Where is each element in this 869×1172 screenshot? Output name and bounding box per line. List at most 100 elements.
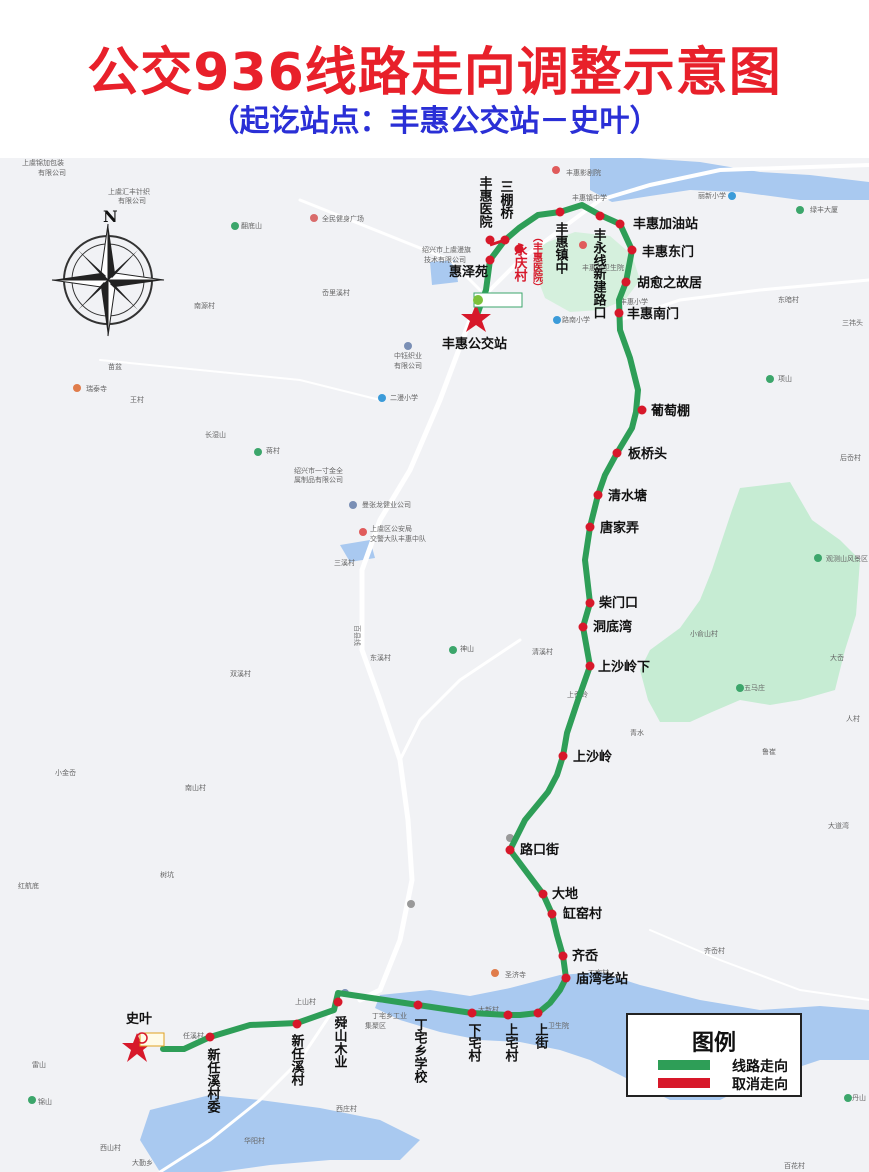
stop-label: 洞底湾 <box>593 619 632 635</box>
map-label: 有限公司 <box>118 196 146 205</box>
stop-dot <box>612 448 622 458</box>
map-label: 技术有限公司 <box>424 255 466 264</box>
map-label: 大道湾 <box>828 821 849 830</box>
map-label: 红航底 <box>18 881 39 890</box>
scenic-green-area <box>640 482 860 722</box>
end-bus-marker <box>136 1032 165 1047</box>
stop-label: 丰惠医院 <box>477 175 493 229</box>
map-label: 小俞山村 <box>690 629 718 638</box>
stop-dot <box>467 1008 477 1018</box>
stop-dot <box>578 622 588 632</box>
stop-dot <box>485 255 495 265</box>
stop-label: 柴门口 <box>598 595 638 611</box>
compass-north-label: N <box>103 207 118 226</box>
map-label: 百花村 <box>784 1161 805 1170</box>
map-label: 双溪村 <box>230 669 251 678</box>
map-label: 属制品有限公司 <box>294 475 343 484</box>
map-label: 上虞汇丰针织 <box>108 187 150 196</box>
map-label: 中钰织业 <box>394 351 422 360</box>
stop-dot <box>558 951 568 961</box>
stop-label: 丰永线新建路口 <box>591 227 608 319</box>
stop-label: 丰惠南门 <box>627 306 679 322</box>
stop-label: 路口街 <box>520 842 559 858</box>
map-label: 丁宅村 <box>588 968 609 977</box>
stop-dot <box>561 973 571 983</box>
map-label: 王村 <box>130 395 144 404</box>
legend-route-label: 线路走向 <box>732 1059 788 1075</box>
map-label: 南山村 <box>185 783 206 792</box>
map-label: 全民健身广场 <box>322 214 364 223</box>
map-label: 长湿山 <box>205 430 226 439</box>
map-label: 人村 <box>846 714 860 723</box>
map-label: 小金岙 <box>55 768 76 777</box>
stop-label: 永庆村 <box>512 242 529 283</box>
end-terminal-star-icon[interactable] <box>122 1033 152 1062</box>
stop-dot <box>621 277 631 287</box>
map-label: 鲁崔 <box>762 747 776 756</box>
map-label: 东溪村 <box>370 653 391 662</box>
map-label: 集聚区 <box>365 1021 386 1030</box>
background-labels: 上虞锦加包装 有限公司 上虞汇丰针织 有限公司 全民健身广场 翻底山 岙里溪村 … <box>18 158 868 1170</box>
stop-markers[interactable] <box>205 207 647 1042</box>
stop-label: 上沙岭下 <box>598 659 650 675</box>
terminal-end-label: 史叶 <box>126 1011 152 1027</box>
stop-label: 板桥头 <box>628 446 667 462</box>
stop-label: 上街 <box>533 1023 550 1050</box>
compass-icon <box>51 223 165 337</box>
town-green-area <box>535 232 640 312</box>
stop-dot <box>503 1010 513 1020</box>
stop-label: 缸窑村 <box>562 906 602 922</box>
map-label: 翻底山 <box>241 221 262 230</box>
stop-dot <box>205 1032 215 1042</box>
map-label: 岙里溪村 <box>322 288 350 297</box>
map-label: 南源村 <box>194 301 215 310</box>
road-label: 百县线 <box>353 625 362 646</box>
map-label: 上虞锦加包装 <box>22 158 64 167</box>
map-label: 青水 <box>630 728 644 737</box>
map-label: 二漫小学 <box>390 393 418 402</box>
map-label: 交警大队丰惠中队 <box>370 534 426 543</box>
stop-dot <box>585 522 595 532</box>
map-label: 上山村 <box>295 997 316 1006</box>
stop-label: 丰惠东门 <box>642 244 694 260</box>
stop-dot <box>547 909 557 919</box>
map-label: 苗盆 <box>108 362 122 371</box>
map-label: 后岙村 <box>840 453 861 462</box>
map-label: 五马庄 <box>744 683 765 692</box>
stop-dot <box>514 244 524 254</box>
stop-dot <box>533 1008 543 1018</box>
legend-cancelled-swatch <box>658 1078 710 1088</box>
stop-label: 上沙岭 <box>573 749 612 765</box>
map-label: 西山村 <box>100 1143 121 1152</box>
map-area[interactable]: 上虞锦加包装 有限公司 上虞汇丰针织 有限公司 全民健身广场 翻底山 岙里溪村 … <box>0 158 869 1172</box>
map-label: 丰惠镇卫生院 <box>582 263 624 272</box>
stop-label: 丰惠加油站 <box>633 216 698 232</box>
stop-dot <box>538 889 548 899</box>
stop-label: 庙湾老站 <box>576 971 628 987</box>
map-label: 大岙 <box>830 653 844 662</box>
map-label: 三溪村 <box>334 558 355 567</box>
map-label: 西庄村 <box>336 1104 357 1113</box>
map-label: 丽新小学 <box>698 191 726 200</box>
map-label: 圣济寺 <box>505 970 526 979</box>
map-label: 路南小学 <box>562 315 590 324</box>
stop-dot <box>585 598 595 608</box>
stop-label: 丰惠镇中 <box>553 221 569 275</box>
legend-route-swatch <box>658 1060 710 1070</box>
terminal-start-label: 丰惠公交站 <box>442 336 507 352</box>
map-label: 蒋村 <box>266 446 280 455</box>
cancelled-stop-note: （丰惠医院） <box>531 232 544 292</box>
stop-label: 惠泽苑 <box>449 264 488 280</box>
stop-label: 葡萄棚 <box>650 403 690 419</box>
map-label: 有限公司 <box>38 168 66 177</box>
map-label: 丹山 <box>852 1093 866 1102</box>
map-label: 雷山 <box>32 1060 46 1069</box>
stop-dot <box>595 211 605 221</box>
map-subtitle: （起讫站点：丰惠公交站－史叶） <box>209 104 660 139</box>
start-terminal-star-icon[interactable] <box>461 304 491 332</box>
map-label: 清溪村 <box>532 647 553 656</box>
route-map[interactable]: 上虞锦加包装 有限公司 上虞汇丰针织 有限公司 全民健身广场 翻底山 岙里溪村 … <box>0 158 869 1172</box>
map-label: 大新村 <box>478 1005 499 1014</box>
map-label: 绿丰大厦 <box>810 205 838 214</box>
map-label: 华阳村 <box>244 1136 265 1145</box>
